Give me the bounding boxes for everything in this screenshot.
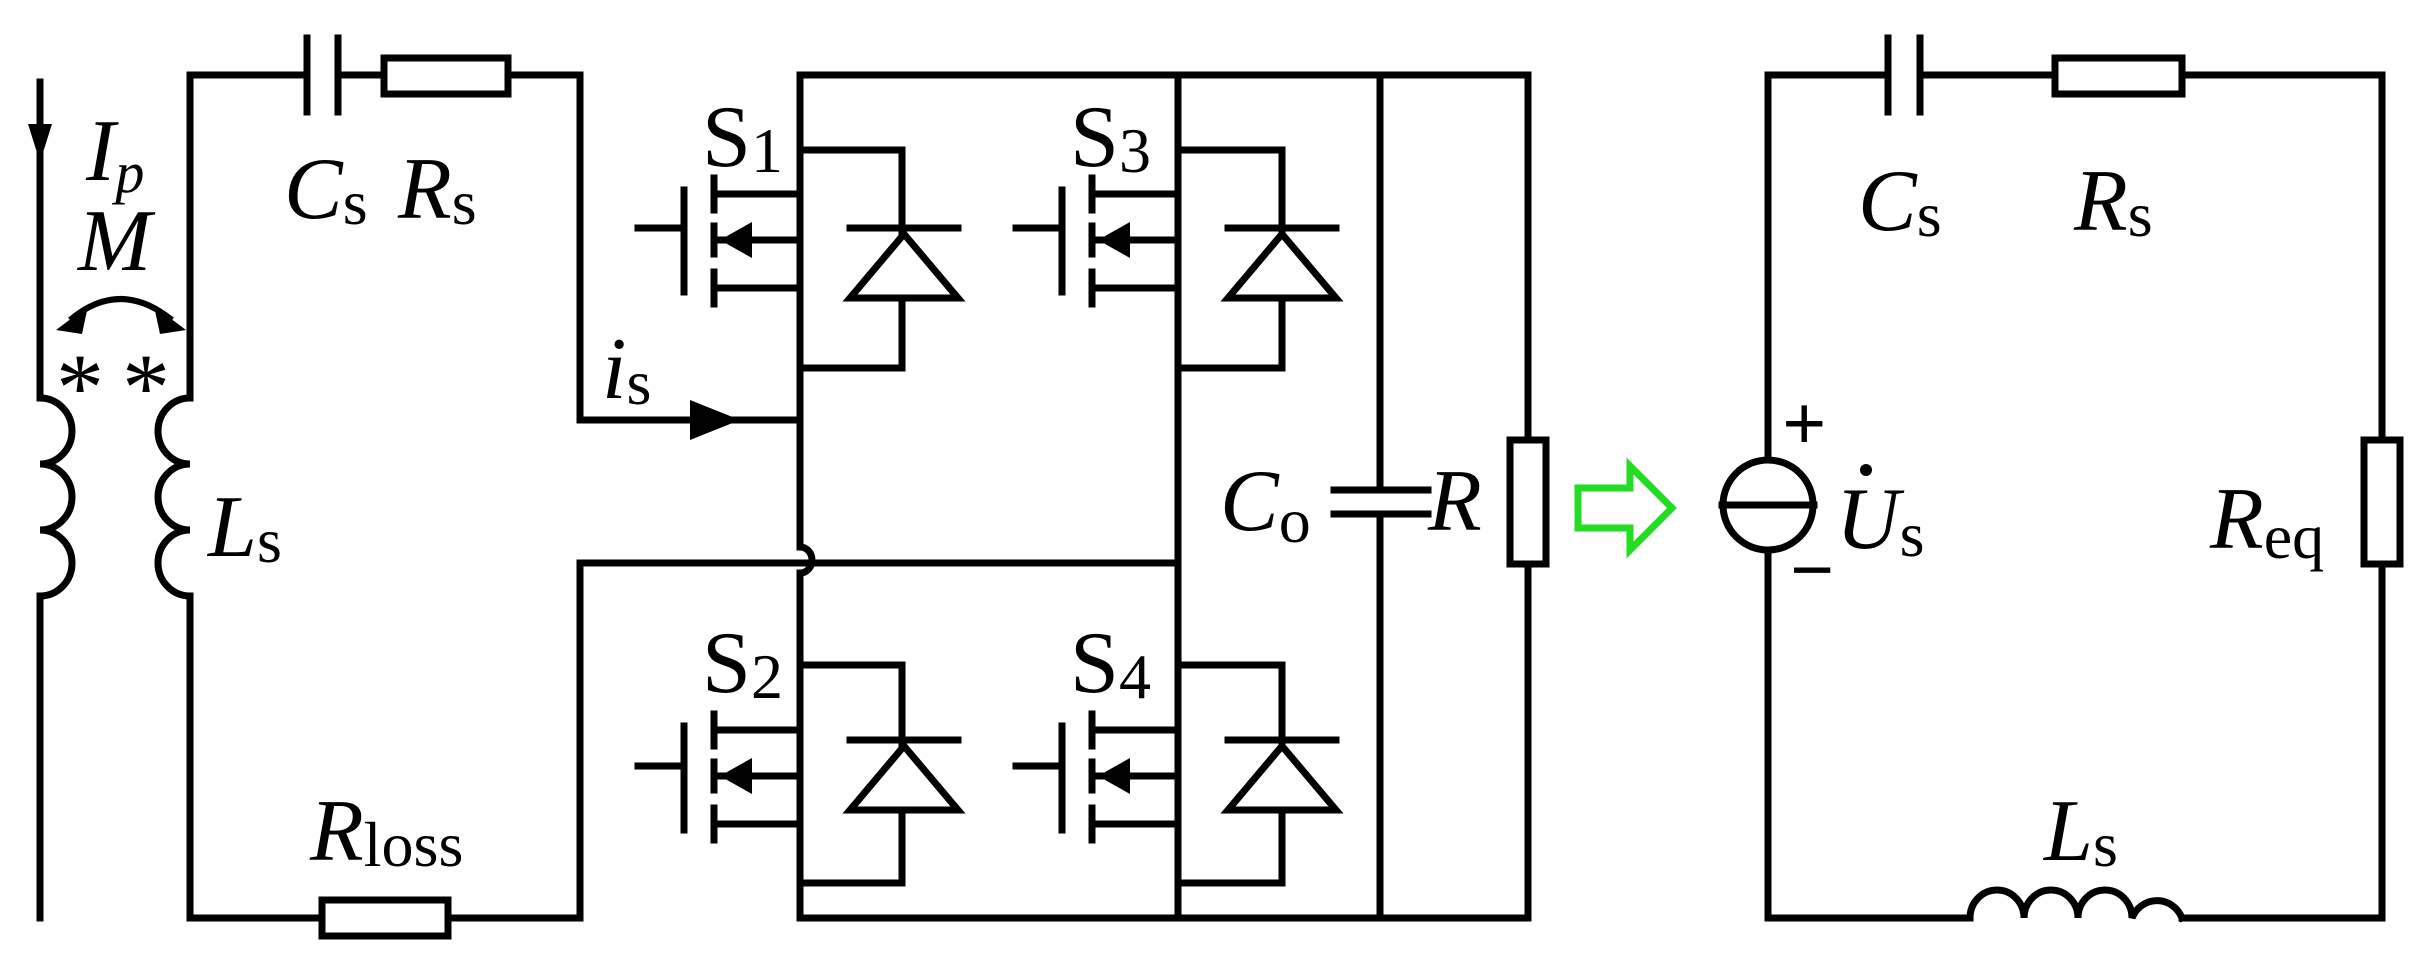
- label-r: R: [1427, 453, 1482, 550]
- label-ls-right: Ls: [2042, 783, 2118, 880]
- resistor-req: [2360, 436, 2404, 568]
- mosfet-s3: [1012, 174, 1182, 308]
- label-req: Req: [2209, 471, 2324, 572]
- mosfet-s2: [634, 710, 804, 844]
- capacitor-cs-right: [1884, 34, 1924, 116]
- label-ls-left: Ls: [206, 479, 282, 576]
- resistor-rs-left: [380, 54, 512, 98]
- label-s4: S4: [1070, 615, 1151, 712]
- capacitor-cs-left: [303, 34, 342, 116]
- label-cs-right: Cs: [1858, 153, 1942, 250]
- is-arrow-icon: [690, 400, 740, 440]
- diode-d1: [842, 224, 966, 302]
- capacitor-co: [1330, 486, 1432, 518]
- resistor-r: [1506, 436, 1550, 568]
- label-s2: S2: [702, 615, 783, 712]
- mosfet-s4: [1012, 710, 1182, 844]
- label-rs-right: Rs: [2073, 153, 2153, 250]
- label-s1: S1: [702, 89, 783, 186]
- diode-d3: [1220, 224, 1344, 302]
- equivalent-arrow-icon: [1574, 457, 1677, 559]
- diode-d4: [1220, 736, 1344, 814]
- label-mutual-m: M: [76, 193, 156, 290]
- source-minus-sign: −: [1790, 526, 1834, 613]
- mosfet-s1: [634, 146, 804, 372]
- dot-mark-secondary: *: [122, 334, 170, 441]
- source-plus-sign: +: [1782, 380, 1826, 467]
- label-us: Us: [1836, 471, 1924, 570]
- diode-d2: [842, 736, 966, 814]
- resistor-rloss: [318, 896, 452, 940]
- label-rloss: Rloss: [309, 783, 463, 880]
- resistor-rs-right: [2051, 54, 2186, 98]
- dot-mark-primary: *: [56, 334, 104, 441]
- phasor-dot: [1860, 464, 1872, 476]
- label-s3: S3: [1070, 89, 1151, 186]
- label-rs-left: Rs: [397, 141, 477, 238]
- ip-arrow-icon: [28, 124, 52, 162]
- label-co: Co: [1220, 453, 1311, 556]
- primary-winding: [28, 78, 76, 922]
- label-is: is: [602, 321, 651, 418]
- label-cs-left: Cs: [284, 141, 368, 238]
- mutual-inductance-arrow: [56, 296, 186, 334]
- label-ip: Ip: [85, 103, 144, 205]
- equivalent-loop: [1764, 71, 2386, 923]
- secondary-loop: [154, 71, 804, 922]
